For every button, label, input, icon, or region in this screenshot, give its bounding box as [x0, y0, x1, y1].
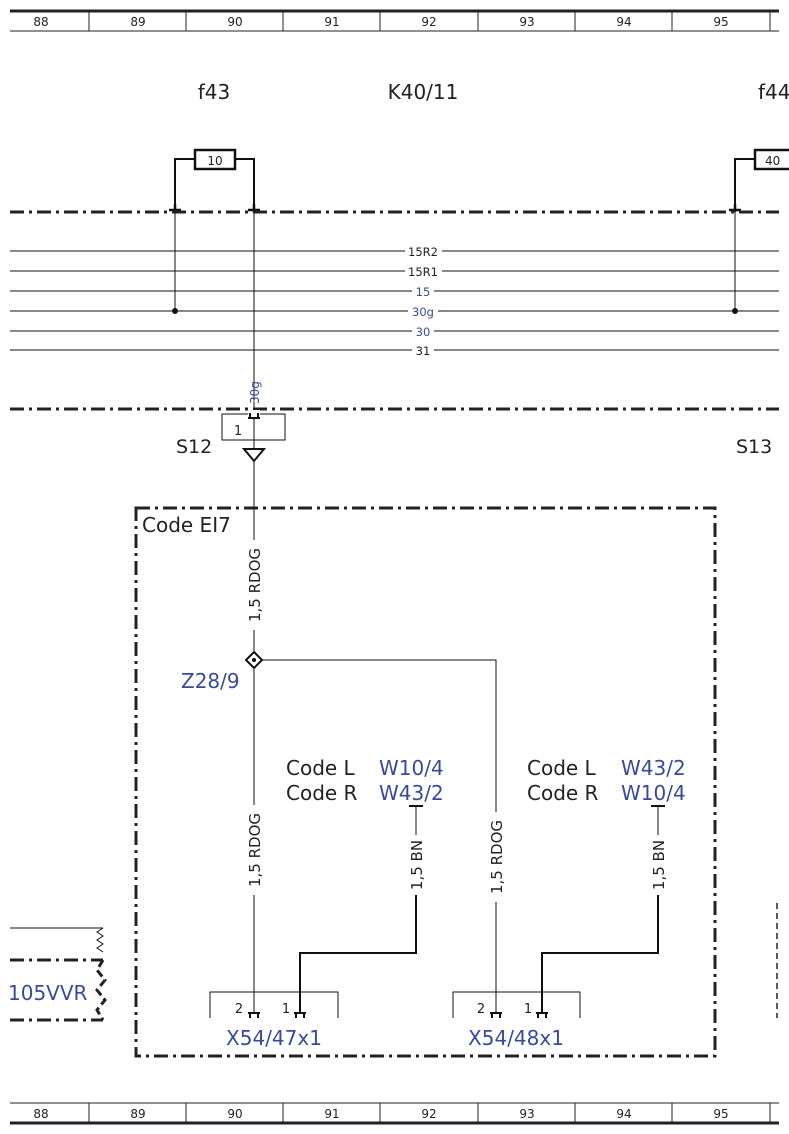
side-component-105vvr: 105VVR — [8, 927, 107, 1022]
grid-col-91: 91 — [324, 15, 339, 29]
tap-pin-1: 1 — [234, 424, 242, 439]
tap-30g-label: 30g — [248, 381, 262, 404]
grid-col-92-bottom: 92 — [421, 1107, 436, 1121]
wire-bn-right-label: 1,5 BN — [650, 840, 668, 890]
fuse-f44-rating: 40 — [765, 154, 780, 168]
grid-col-92: 92 — [421, 15, 436, 29]
rail-15-label: 15 — [416, 285, 431, 299]
code-right-l-ground: W43/2 — [621, 756, 686, 780]
splice-s12-symbol — [241, 448, 267, 463]
grid-col-95: 95 — [713, 15, 728, 29]
top-grid-bar: 88 89 90 91 92 93 94 95 — [10, 9, 779, 32]
grid-col-88: 88 — [33, 15, 48, 29]
connector-47-pin-1: 1 — [282, 1002, 290, 1017]
grid-col-90-bottom: 90 — [227, 1107, 242, 1121]
power-rails: 15R2 15R1 15 30g 30 31 — [10, 244, 779, 358]
bn-wire-left: 1,5 BN — [299, 805, 426, 1012]
bottom-grid-bar: 88 89 90 91 92 93 94 95 — [10, 1102, 779, 1125]
rail-dot-f43 — [172, 308, 178, 314]
grid-col-91-bottom: 91 — [324, 1107, 339, 1121]
fuse-f43-rating: 10 — [207, 154, 222, 168]
connector-x54-48x1: 2 1 X54/48x1 — [452, 991, 581, 1050]
wire-branch-label: 1,5 RDOG — [488, 820, 506, 894]
rail-30g-label: 30g — [412, 305, 434, 319]
rail-15r2-label: 15R2 — [408, 245, 438, 259]
relay-k40-11-name: K40/11 — [388, 80, 459, 104]
code-right-r-ground: W10/4 — [621, 781, 686, 805]
code-left-r: Code R — [286, 781, 358, 805]
grid-col-89-bottom: 89 — [130, 1107, 145, 1121]
code-left-l-ground: W10/4 — [379, 756, 444, 780]
bn-wire-right: 1,5 BN — [541, 805, 668, 1012]
branch-wire — [262, 659, 497, 1012]
grid-col-90: 90 — [227, 15, 242, 29]
grid-col-93-bottom: 93 — [519, 1107, 534, 1121]
rail-dot-f44 — [732, 308, 738, 314]
fuse-f43: 10 — [169, 148, 260, 212]
wire-main-top-label: 1,5 RDOG — [246, 548, 264, 622]
grid-col-89: 89 — [130, 15, 145, 29]
connector-x54-47x1: 2 1 X54/47x1 — [209, 991, 339, 1050]
connector-48-name: X54/48x1 — [468, 1026, 564, 1050]
code-ei7-box — [134, 506, 717, 1058]
fuse-f44: 40 — [729, 148, 789, 212]
tap-connector: 1 — [221, 410, 286, 448]
rail-15r1-label: 15R1 — [408, 265, 438, 279]
code-right-l: Code L — [527, 756, 597, 780]
connector-47-name: X54/47x1 — [226, 1026, 322, 1050]
code-left-l: Code L — [286, 756, 356, 780]
connector-48-pin-1: 1 — [524, 1002, 532, 1017]
grid-col-94: 94 — [616, 15, 631, 29]
connector-48-pin-2: 2 — [477, 1002, 485, 1017]
junction-z28-9-label: Z28/9 — [181, 669, 240, 693]
fuse-f44-name: f44 — [758, 80, 789, 104]
side-label-105vvr: 105VVR — [8, 981, 88, 1005]
rail-31-label: 31 — [416, 344, 431, 358]
grid-col-93: 93 — [519, 15, 534, 29]
splice-s13: S13 — [736, 436, 772, 458]
grid-col-94-bottom: 94 — [616, 1107, 631, 1121]
rail-30-label: 30 — [416, 325, 431, 339]
code-left-r-ground: W43/2 — [379, 781, 444, 805]
grid-col-95-bottom: 95 — [713, 1107, 728, 1121]
fuse-f43-name: f43 — [198, 80, 231, 104]
wire-bn-left-label: 1,5 BN — [408, 840, 426, 890]
wire-main-bottom-label: 1,5 RDOG — [246, 813, 264, 887]
code-right-r: Code R — [527, 781, 599, 805]
splice-s12: S12 — [176, 436, 212, 458]
code-ei7-title: Code EI7 — [142, 513, 231, 537]
grid-col-88-bottom: 88 — [33, 1107, 48, 1121]
connector-47-pin-2: 2 — [235, 1002, 243, 1017]
